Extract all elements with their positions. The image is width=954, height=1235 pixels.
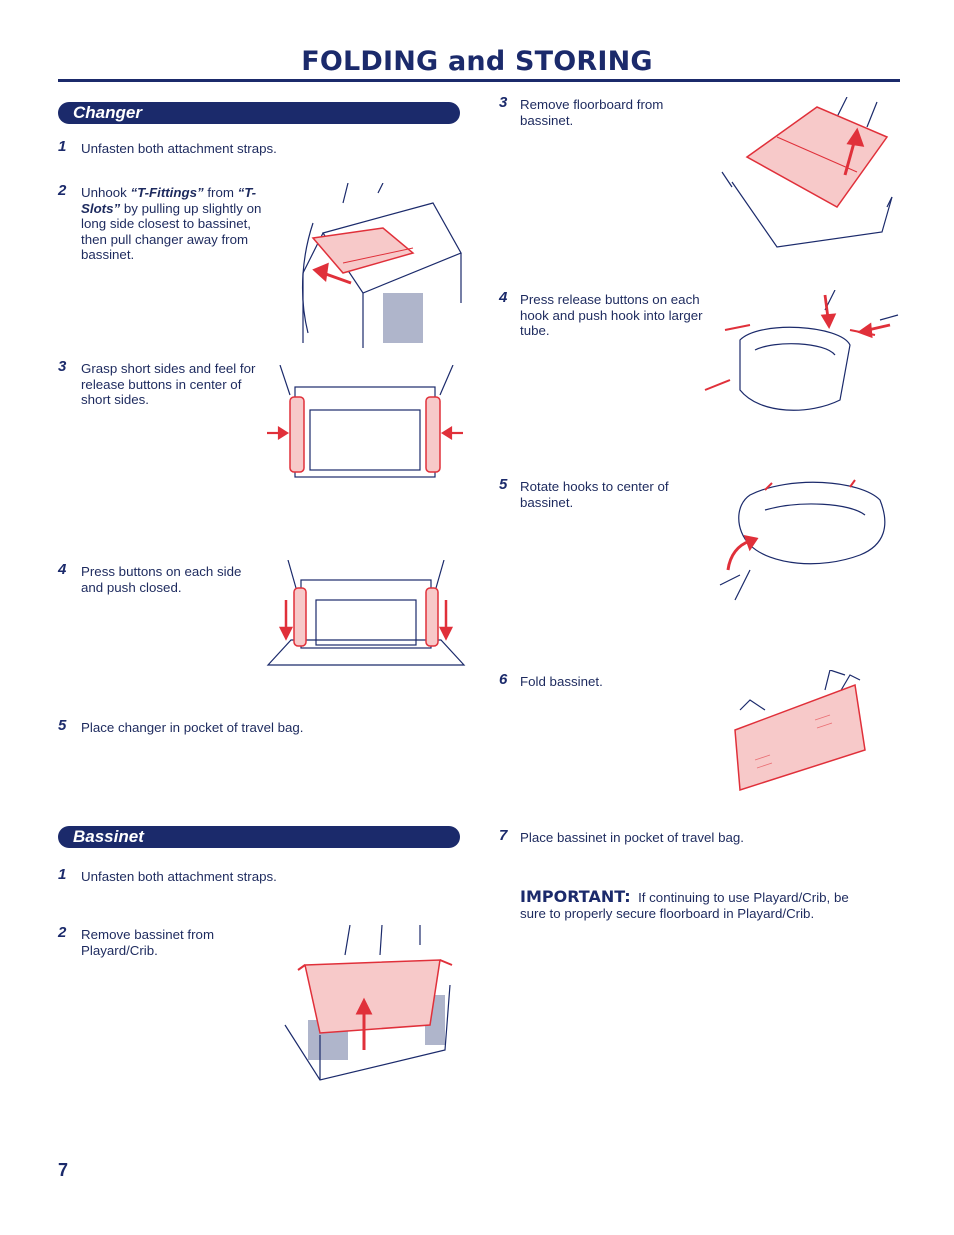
- rotate-hooks-illustration: [710, 475, 890, 605]
- bassinet-step-6-number: 6: [499, 671, 508, 688]
- changer-step-5-number: 5: [58, 717, 67, 734]
- bassinet-step-3-text: Remove floorboard from bassinet.: [520, 97, 664, 128]
- changer-step-3-number: 3: [58, 358, 67, 375]
- bassinet-step-2-number: 2: [58, 924, 67, 941]
- bassinet-step-3-number: 3: [499, 94, 508, 111]
- bassinet-step-4-text: Press release buttons on each hook and p…: [520, 292, 703, 338]
- changer-step-4-text: Press buttons on each side and push clos…: [81, 564, 242, 595]
- changer-step-5-text: Place changer in pocket of travel bag.: [81, 720, 304, 735]
- page-title: FOLDING and STORING: [301, 46, 653, 77]
- release-buttons-illustration: [700, 290, 900, 415]
- important-text: If continuing to use Playard/Crib, be su…: [520, 890, 849, 921]
- fold-bassinet-illustration: [725, 670, 875, 800]
- important-label: IMPORTANT:: [520, 887, 631, 906]
- changer-grasp-sides-illustration: [265, 365, 465, 485]
- t-fittings-term: “T-Fittings”: [130, 185, 204, 200]
- changer-step-1-number: 1: [58, 138, 67, 155]
- bassinet-step-4-number: 4: [499, 289, 508, 306]
- bassinet-step-1-number: 1: [58, 866, 67, 883]
- bassinet-step-2-text: Remove bassinet from Playard/Crib.: [81, 927, 215, 958]
- title-divider: [58, 79, 900, 82]
- bassinet-step-7-number: 7: [499, 827, 508, 844]
- bassinet-step-7-text: Place bassinet in pocket of travel bag.: [520, 830, 744, 845]
- page-number: 7: [58, 1160, 69, 1180]
- bassinet-section-heading: Bassinet: [58, 826, 460, 848]
- bassinet-step-5-text: Rotate hooks to center of bassinet.: [520, 479, 669, 510]
- bassinet-step-5-number: 5: [499, 476, 508, 493]
- bassinet-step-6-text: Fold bassinet.: [520, 674, 603, 689]
- floorboard-removal-illustration: [717, 97, 897, 257]
- changer-step-2-text: Unhook “T-Fittings” from “T-Slots” by pu…: [81, 185, 262, 262]
- bassinet-step-1-text: Unfasten both attachment straps.: [81, 869, 277, 884]
- changer-section-heading: Changer: [58, 102, 460, 124]
- changer-step-4-number: 4: [58, 561, 67, 578]
- bassinet-remove-illustration: [280, 925, 460, 1090]
- changer-push-closed-illustration: [266, 560, 466, 672]
- changer-step-3-text: Grasp short sides and feel for release b…: [81, 361, 256, 407]
- changer-unhook-illustration: [283, 183, 463, 353]
- important-notice: IMPORTANT: If continuing to use Playard/…: [520, 889, 865, 922]
- changer-step-2-number: 2: [58, 182, 67, 199]
- t-slots-term: “T-Slots”: [81, 185, 257, 216]
- changer-step-1-text: Unfasten both attachment straps.: [81, 141, 277, 156]
